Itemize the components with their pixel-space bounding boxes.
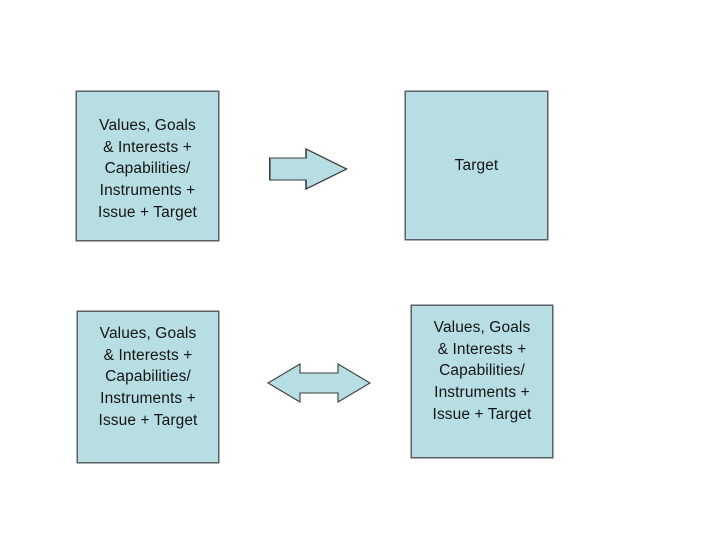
node-source-bottom-label: Values, Goals & Interests + Capabilities… <box>98 325 198 429</box>
node-source-bottom[interactable]: Values, Goals & Interests + Capabilities… <box>77 311 219 463</box>
arrow-left-right-icon[interactable] <box>264 359 374 407</box>
node-source-top[interactable]: Values, Goals & Interests + Capabilities… <box>76 91 219 241</box>
node-source-top-label: Values, Goals & Interests + Capabilities… <box>98 117 197 221</box>
arrow-right-icon[interactable] <box>264 145 354 193</box>
node-target-top[interactable]: Target <box>405 91 548 240</box>
node-target-bottom[interactable]: Values, Goals & Interests + Capabilities… <box>411 305 553 458</box>
arrow-left-right-shape <box>266 363 372 403</box>
arrow-right-shape <box>269 147 349 191</box>
node-target-top-label: Target <box>454 156 499 174</box>
node-target-bottom-label: Values, Goals & Interests + Capabilities… <box>432 319 532 423</box>
